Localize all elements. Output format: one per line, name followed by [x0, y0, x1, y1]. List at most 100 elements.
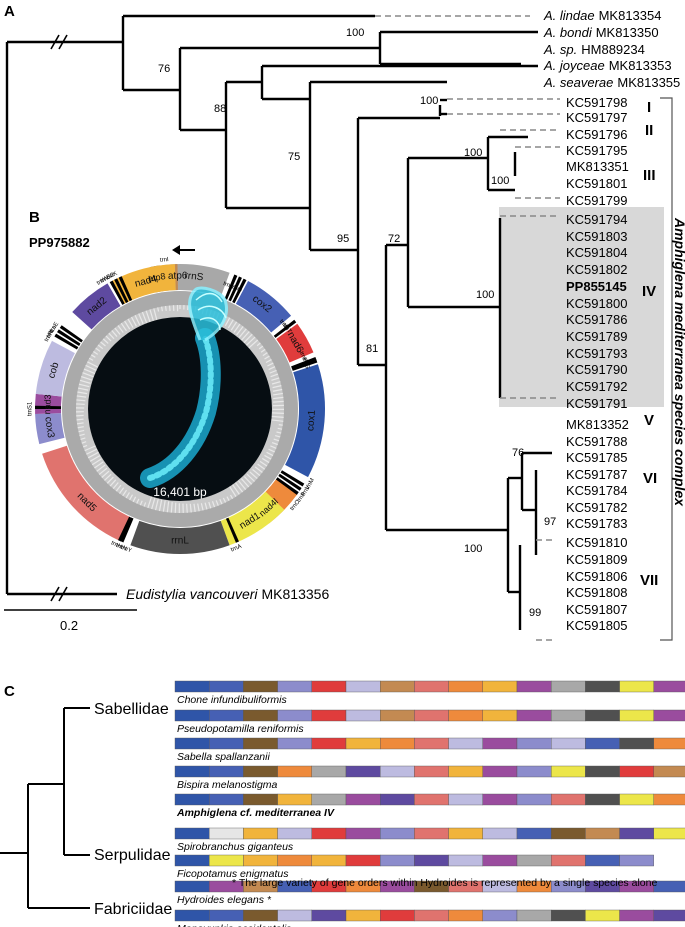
gc-tick — [149, 309, 155, 322]
gene-label: cox1 — [305, 409, 318, 431]
gene-order-cell — [619, 827, 654, 840]
accession-label: KC591790 — [566, 362, 627, 377]
gene-order-cell — [516, 737, 552, 750]
accession-label: KC591802 — [566, 262, 627, 277]
gc-tick — [270, 445, 277, 449]
clade-numerals: I II III IV V VI VII — [640, 99, 658, 589]
trna-mark — [225, 517, 239, 543]
accession-labels: KC591798KC591797KC591796KC591795MK813351… — [566, 95, 629, 633]
gene-order-cell — [311, 827, 347, 840]
gene-order-cell — [243, 793, 278, 806]
trna-mark — [109, 280, 125, 305]
gene-order-cell — [414, 827, 449, 840]
gc-tick — [96, 464, 106, 472]
gene-ring — [34, 264, 326, 554]
gc-tick — [125, 492, 130, 499]
gc-tick — [157, 307, 160, 312]
complex-label: Amphiglena mediterranea species complex — [672, 217, 685, 507]
gene-order-cell — [653, 680, 685, 693]
gc-tick — [162, 500, 166, 512]
gc-tick — [243, 476, 253, 485]
gc-tick — [170, 502, 173, 513]
gc-tick — [234, 482, 244, 493]
gene-label: trnY — [120, 545, 132, 555]
gc-tick — [246, 473, 255, 482]
gene-order-cell — [243, 765, 278, 778]
gc-tick — [141, 311, 148, 324]
gene-order-cell — [243, 827, 278, 840]
gene-order-cell — [585, 793, 620, 806]
gc-tick — [249, 471, 258, 480]
clade-iv-highlight — [499, 207, 664, 407]
gene-order-cell — [516, 680, 552, 693]
gc-tick — [252, 468, 261, 477]
gene-order-cell — [448, 827, 484, 840]
gene-order-cell — [380, 827, 415, 840]
gene-label: trnN — [115, 543, 128, 553]
gc-tick — [264, 454, 272, 460]
gene-label: rrnL — [171, 536, 189, 547]
gc-tick — [273, 438, 280, 442]
gene-order-cell — [516, 765, 552, 778]
panel-label-c: C — [4, 683, 15, 700]
gene-order-cell — [448, 909, 484, 922]
gc-tick — [86, 448, 98, 455]
family-labels: Sabellidae Serpulidae Fabriciidae — [94, 701, 172, 918]
bootstrap-value: 76 — [158, 63, 170, 75]
gene-segment — [220, 491, 285, 546]
gene-order-cell — [551, 680, 586, 693]
gc-tick — [254, 466, 263, 473]
gene-order-cell — [208, 737, 244, 750]
gene-order-cell — [243, 909, 278, 922]
clade-label: IV — [642, 283, 656, 300]
gc-tick — [100, 341, 106, 347]
gene-order-cell — [243, 709, 278, 722]
family-label: Sabellidae — [94, 701, 169, 718]
gene-label: trnT — [281, 323, 292, 335]
gc-tick — [227, 319, 234, 329]
gene-segment — [72, 283, 121, 330]
gene-order-cell — [585, 854, 620, 867]
accession-label: KC591810 — [566, 535, 627, 550]
accession-label: KC591793 — [566, 346, 627, 361]
gene-order-cell — [551, 854, 586, 867]
gc-tick — [81, 375, 93, 381]
trna-mark — [224, 274, 238, 300]
accession-label: MK813351 — [566, 159, 629, 174]
gc-tick — [219, 498, 223, 505]
gc-tick — [168, 305, 171, 311]
accession-label: KC591800 — [566, 296, 627, 311]
gene-order-cell — [345, 827, 381, 840]
gene-label: trnH — [110, 540, 123, 550]
gc-tick — [224, 317, 231, 327]
gc-tick — [109, 479, 117, 487]
accession-label: KC591805 — [566, 618, 627, 633]
gene-order-cell — [619, 737, 654, 750]
gc-tick — [84, 444, 97, 452]
species-label: Hydroides elegans * — [177, 894, 272, 906]
gene-label: rrnS — [184, 270, 204, 283]
gene-order-cell — [653, 737, 685, 750]
gc-tick — [259, 460, 268, 467]
gene-order-cell — [380, 793, 415, 806]
gc-tick — [78, 429, 85, 433]
gene-segment — [130, 520, 230, 554]
gc-tick — [222, 497, 227, 503]
gc-tick — [273, 396, 284, 400]
gc-tick — [229, 494, 234, 500]
trna-mark — [118, 516, 132, 542]
gene-order-cell — [619, 765, 654, 778]
gene-order-cell — [516, 709, 552, 722]
gene-order-cell — [482, 737, 518, 750]
gene-order-cell — [448, 737, 484, 750]
gc-tick — [271, 377, 280, 381]
gene-order-cell — [414, 709, 449, 722]
gene-order-cell — [311, 909, 347, 922]
gc-tick — [271, 415, 284, 418]
gc-tick — [136, 498, 140, 504]
trna-mark — [59, 325, 83, 343]
gene-order-cell — [243, 680, 278, 693]
gene-order-cell — [243, 854, 278, 867]
